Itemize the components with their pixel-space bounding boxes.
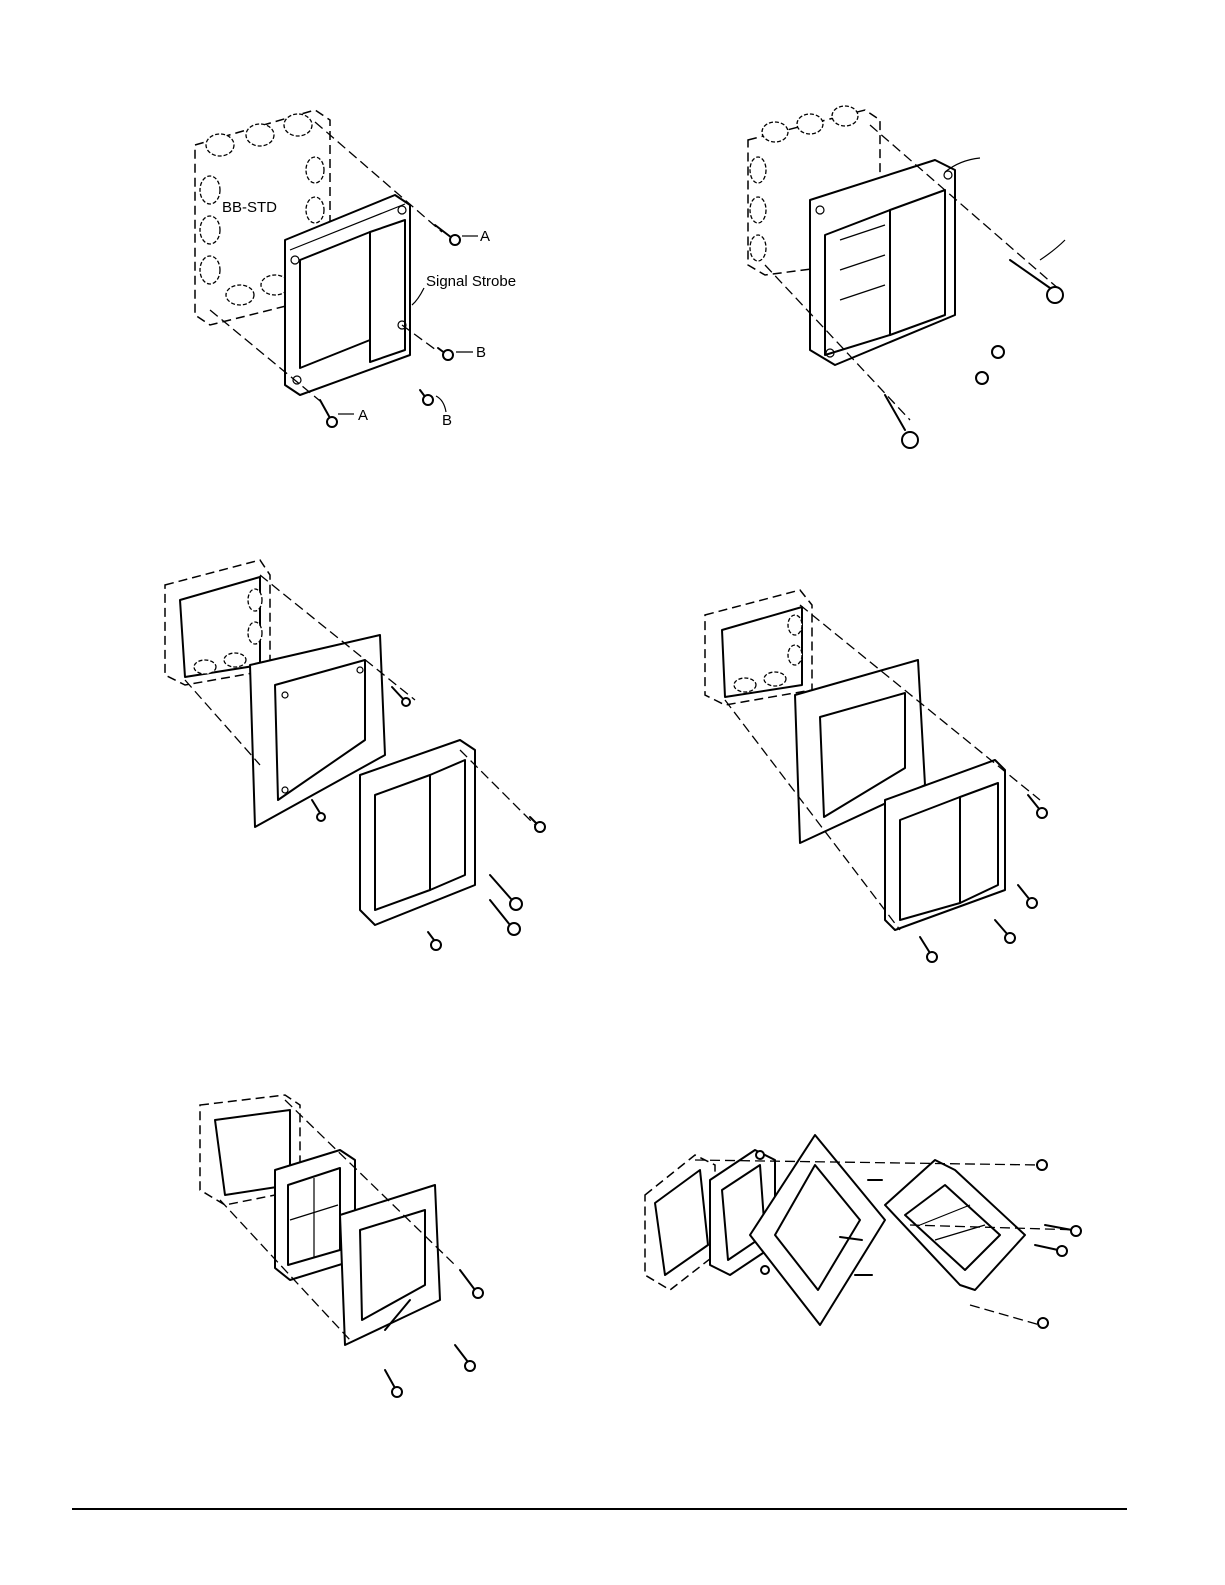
- screw-a-top: [435, 225, 460, 245]
- screw-a-bottom-label: A: [358, 407, 368, 424]
- screw-b-top-label: B: [476, 344, 486, 361]
- backbox: [645, 1155, 715, 1290]
- backbox-label: BB-STD: [222, 199, 277, 216]
- screw-b-top: [438, 348, 453, 360]
- screw-a-top-label: A: [480, 228, 490, 245]
- strobe-device: [885, 1160, 1025, 1290]
- screw-a-bottom: [320, 400, 337, 427]
- strobe-device: [360, 740, 475, 925]
- figure-2-box-mounting: [740, 100, 1100, 460]
- figure-4-trim-plate-mounting: [700, 585, 1080, 1005]
- footer-rule: [72, 1508, 1127, 1510]
- long-screw-bottom: [885, 395, 918, 448]
- figure-5-surface-mounting: [190, 1090, 500, 1410]
- figure-3-trim-plate-mounting: [160, 555, 560, 965]
- wall-backbox: [705, 590, 812, 705]
- screw-b-bottom-label: B: [442, 412, 452, 429]
- figure-6-exploded-mounting: [640, 1125, 1090, 1335]
- device-label: Signal Strobe: [426, 273, 516, 290]
- long-screw-right: [1010, 260, 1063, 303]
- screw-b-bottom: [420, 390, 433, 405]
- figure-1-bbstd-mounting: BB-STD Signal Strobe A B A B: [180, 100, 540, 440]
